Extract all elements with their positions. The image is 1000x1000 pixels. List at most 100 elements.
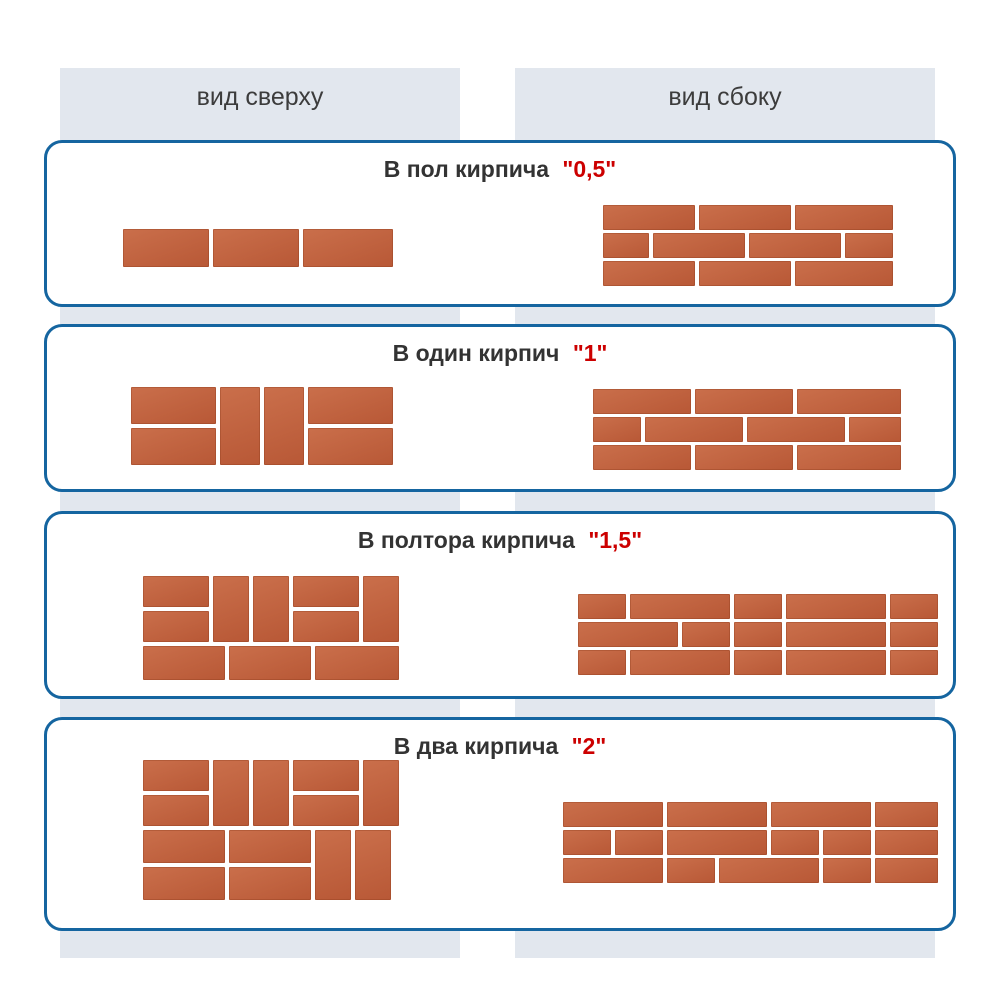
brick — [615, 830, 663, 855]
header-side-view: вид сбоку — [668, 82, 782, 111]
brick — [253, 576, 289, 642]
brick — [220, 387, 260, 465]
panel-title-text: В пол кирпича — [383, 156, 550, 182]
brick — [749, 233, 841, 258]
brick — [890, 650, 938, 675]
panel-title: В один кирпич "1" — [47, 327, 953, 367]
brick — [143, 646, 225, 680]
brick — [699, 205, 791, 230]
panel-title-value: "1" — [572, 340, 608, 366]
brick — [875, 830, 938, 855]
brick — [131, 428, 216, 465]
brick — [363, 760, 399, 826]
panel-title-text: В один кирпич — [392, 340, 560, 366]
brick — [795, 205, 893, 230]
brick — [890, 594, 938, 619]
brick — [823, 830, 871, 855]
brick — [823, 858, 871, 883]
side-view-brick-layout — [603, 205, 893, 287]
panel-title: В полтора кирпича "1,5" — [47, 514, 953, 554]
brick — [229, 830, 311, 863]
brick — [593, 389, 691, 414]
brick — [734, 622, 782, 647]
brick — [563, 830, 611, 855]
brick — [308, 428, 393, 465]
panel-title-text: В два кирпича — [393, 733, 559, 759]
brick — [143, 611, 209, 642]
brick — [747, 417, 845, 442]
brick — [682, 622, 730, 647]
brick — [308, 387, 393, 424]
brick — [229, 646, 311, 680]
panel-title: В два кирпича "2" — [47, 720, 953, 760]
side-view-brick-layout — [563, 802, 938, 884]
top-view-brick-layout — [131, 387, 393, 465]
brick — [563, 802, 663, 827]
brick — [645, 417, 743, 442]
brick — [293, 795, 359, 826]
brick — [143, 795, 209, 826]
brick — [630, 594, 730, 619]
brick — [578, 650, 626, 675]
brick — [563, 858, 663, 883]
brick — [786, 594, 886, 619]
brick — [253, 760, 289, 826]
brick — [315, 646, 399, 680]
brick — [213, 760, 249, 826]
brick — [143, 830, 225, 863]
brick — [797, 445, 901, 470]
brick — [695, 445, 793, 470]
brick — [795, 261, 893, 286]
brick — [734, 650, 782, 675]
brick — [630, 650, 730, 675]
side-view-brick-layout — [578, 594, 938, 676]
brick — [786, 622, 886, 647]
brick — [143, 760, 209, 791]
brick — [593, 417, 641, 442]
brick — [315, 830, 351, 900]
brick — [875, 802, 938, 827]
brick — [667, 858, 715, 883]
brick — [734, 594, 782, 619]
brick — [131, 387, 216, 424]
panel-title-text: В полтора кирпича — [357, 527, 575, 553]
side-view-brick-layout — [593, 389, 901, 471]
brick — [143, 576, 209, 607]
brick — [699, 261, 791, 286]
brick — [363, 576, 399, 642]
panel-title-value: "0,5" — [562, 156, 617, 182]
brick — [786, 650, 886, 675]
brick — [667, 802, 767, 827]
panel-one-and-half-brick: В полтора кирпича "1,5" — [44, 511, 956, 699]
brick — [603, 205, 695, 230]
brick — [578, 622, 678, 647]
brick — [890, 622, 938, 647]
brick — [293, 760, 359, 791]
brick — [123, 229, 209, 267]
brick — [355, 830, 391, 900]
brick — [213, 576, 249, 642]
brick — [849, 417, 901, 442]
panel-half-brick: В пол кирпича "0,5" — [44, 140, 956, 307]
brick — [229, 867, 311, 900]
brick — [293, 611, 359, 642]
brick — [578, 594, 626, 619]
brick — [845, 233, 893, 258]
brick — [667, 830, 767, 855]
top-view-brick-layout — [123, 229, 393, 267]
panel-two-brick: В два кирпича "2" — [44, 717, 956, 931]
brick — [771, 802, 871, 827]
brick — [719, 858, 819, 883]
panel-title-value: "1,5" — [588, 527, 643, 553]
brick — [303, 229, 393, 267]
brick — [797, 389, 901, 414]
brick — [143, 867, 225, 900]
panel-one-brick: В один кирпич "1" — [44, 324, 956, 492]
top-view-brick-layout — [143, 760, 399, 900]
brick — [653, 233, 745, 258]
brick — [603, 233, 649, 258]
brick — [603, 261, 695, 286]
brick — [771, 830, 819, 855]
brick — [293, 576, 359, 607]
brick — [264, 387, 304, 465]
